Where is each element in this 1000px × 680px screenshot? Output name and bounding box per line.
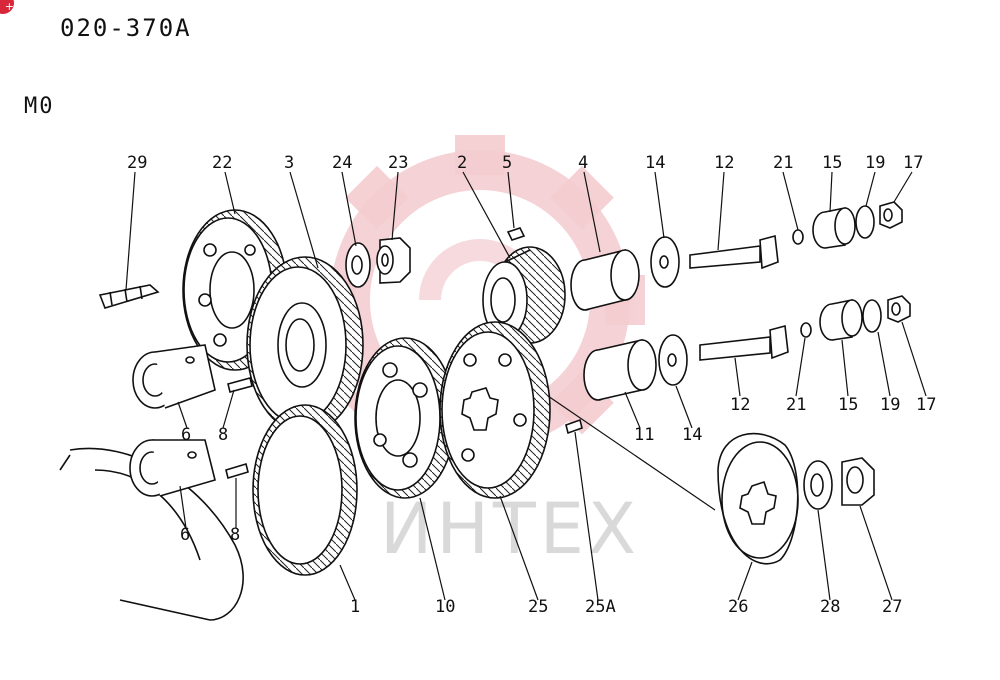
part-17-nut-lower	[887, 295, 911, 323]
callout-8-upper: 8	[218, 425, 228, 445]
callout-5: 5	[502, 153, 512, 173]
callout-27: 27	[882, 597, 902, 617]
leader-lines	[125, 171, 927, 601]
part-12-bolt-lower	[699, 324, 789, 361]
part-8-key-lower	[225, 462, 249, 480]
diagram-code: 020-370A	[60, 14, 192, 42]
part-12-bolt-upper	[689, 234, 779, 270]
callout-17-upper: 17	[903, 153, 923, 173]
callout-17-lower: 17	[916, 395, 936, 415]
callout-8-lower: 8	[230, 525, 240, 545]
corner-badge-icon: +	[0, 0, 14, 14]
callout-11: 11	[634, 425, 654, 445]
part-1-gear-ring	[252, 404, 358, 576]
callout-6-lower: 6	[180, 525, 190, 545]
callout-28: 28	[820, 597, 840, 617]
callout-12-lower: 12	[730, 395, 750, 415]
callout-14-lower: 14	[682, 425, 702, 445]
callout-25: 25	[528, 597, 548, 617]
callout-29: 29	[127, 153, 147, 173]
part-21-oring-lower	[800, 322, 812, 338]
callout-6-upper: 6	[181, 425, 191, 445]
part-15-nut-lower	[819, 299, 863, 341]
watermark-text: ИНТЕХ	[380, 488, 640, 570]
part-24-washer	[345, 242, 371, 288]
part-14-washer-upper	[650, 236, 680, 288]
part-11-bushing	[583, 338, 657, 401]
callout-3: 3	[284, 153, 294, 173]
callout-12-upper: 12	[714, 153, 734, 173]
part-27-nut	[841, 457, 875, 506]
part-10-gear	[354, 337, 456, 499]
part-6-sleeve-lower	[129, 439, 216, 497]
part-6-sleeve-upper	[132, 344, 216, 409]
callout-25A: 25A	[585, 597, 616, 617]
part-28-washer	[803, 460, 833, 510]
callout-1: 1	[350, 597, 360, 617]
part-19-ring-lower	[862, 299, 882, 333]
callout-23: 23	[388, 153, 408, 173]
part-4-bushing	[570, 248, 640, 311]
callout-labels: 29 22 3 24 23 2 5 4 14 12 21 15 19 17 6 …	[127, 153, 936, 617]
part-25-gear	[439, 321, 551, 499]
part-15-nut-upper	[812, 207, 856, 249]
callout-2: 2	[457, 153, 467, 173]
callout-15-upper: 15	[822, 153, 842, 173]
part-14-washer-lower	[658, 334, 688, 386]
part-8-key-upper	[227, 377, 253, 393]
part-21-oring-upper	[792, 229, 804, 245]
part-23-nut	[376, 237, 411, 284]
part-19-ring-upper	[855, 205, 875, 239]
part-17-nut-upper	[879, 201, 903, 229]
model-label: M0	[24, 94, 55, 119]
callout-26: 26	[728, 597, 748, 617]
part-29-pin	[98, 284, 160, 309]
part-2-gear	[482, 246, 566, 344]
callout-19-lower: 19	[880, 395, 900, 415]
callout-21-upper: 21	[773, 153, 793, 173]
callout-4: 4	[578, 153, 588, 173]
part-26-plate	[717, 432, 799, 565]
part-5-key	[506, 227, 526, 241]
callout-19-upper: 19	[865, 153, 885, 173]
callout-21-lower: 21	[786, 395, 806, 415]
part-25A-pin	[565, 418, 583, 435]
callout-14-upper: 14	[645, 153, 665, 173]
part-3-gear	[246, 256, 364, 434]
callout-10: 10	[435, 597, 455, 617]
callout-24: 24	[332, 153, 352, 173]
callout-15-lower: 15	[838, 395, 858, 415]
callout-22: 22	[212, 153, 232, 173]
